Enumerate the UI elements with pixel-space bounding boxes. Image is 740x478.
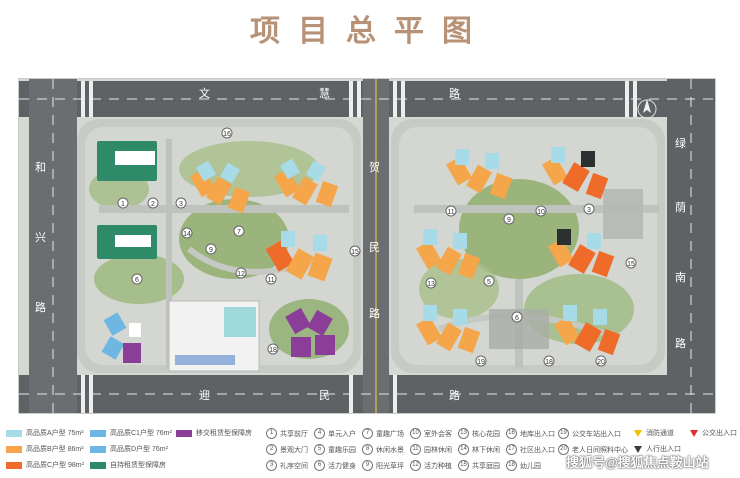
svg-text:12: 12 (237, 271, 245, 278)
legend-pedestrian-entry: 人行出入口 (634, 444, 681, 454)
svg-text:9: 9 (209, 247, 213, 254)
svg-text:9: 9 (507, 217, 511, 224)
street-bottom-3: 路 (449, 389, 460, 402)
site-plan-drawing: 1 2 3 7 9 6 11 12 14 15 16 18 5 6 9 10 1… (19, 79, 715, 413)
legend-rental-self: 自持租赁型保障房 (90, 460, 166, 470)
svg-text:2: 2 (151, 201, 155, 208)
svg-text:15: 15 (351, 249, 359, 256)
street-left-1: 和 (35, 161, 46, 174)
street-right-3: 南 (675, 271, 686, 284)
bus-entry-icon (690, 429, 698, 437)
watermark: 搜狐号@搜狐焦点鞍山站 (566, 455, 709, 470)
legend-type-b: 高品质B户型 86m² (6, 444, 84, 454)
svg-text:3: 3 (587, 207, 591, 214)
svg-text:1: 1 (121, 201, 125, 208)
svg-text:6: 6 (135, 277, 139, 284)
legend-fire-lane: 消防通道 (634, 428, 674, 438)
street-right-4: 路 (675, 337, 686, 350)
svg-text:6: 6 (515, 315, 519, 322)
svg-text:14: 14 (183, 231, 191, 238)
north-arrow-icon (637, 99, 657, 119)
svg-text:7: 7 (237, 229, 241, 236)
street-top-1: 文 (199, 87, 210, 100)
street-left-2: 兴 (35, 231, 46, 244)
street-right-2: 荫 (675, 201, 686, 214)
legend-type-c: 高品质C户型 98m² (6, 460, 84, 470)
svg-text:18: 18 (545, 359, 553, 366)
street-top-2: 慧 (319, 87, 330, 100)
svg-text:20: 20 (597, 359, 605, 366)
svg-text:11: 11 (447, 209, 454, 216)
street-bottom-1: 迎 (199, 389, 210, 402)
street-middle-1: 贺 (369, 161, 380, 174)
svg-text:3: 3 (179, 201, 183, 208)
legend-type-d: 高品质D户型 76m² (90, 444, 168, 454)
pedestrian-entry-icon (634, 445, 642, 453)
street-middle-3: 路 (369, 307, 380, 320)
street-left-3: 路 (35, 301, 46, 314)
site-plan-map: 1 2 3 7 9 6 11 12 14 15 16 18 5 6 9 10 1… (18, 78, 716, 414)
fire-lane-icon (634, 429, 642, 437)
street-bottom-2: 民 (319, 389, 330, 402)
svg-text:19: 19 (477, 359, 485, 366)
svg-text:16: 16 (223, 131, 231, 138)
svg-text:5: 5 (487, 279, 491, 286)
street-middle-2: 民 (369, 241, 380, 254)
street-top-3: 路 (449, 87, 460, 100)
svg-text:18: 18 (269, 347, 277, 354)
legend: 高品质A户型 75m² 高品质B户型 86m² 高品质C户型 98m² 高品质C… (6, 420, 740, 478)
street-right-1: 绿 (675, 137, 686, 150)
callout-markers: 1 2 3 7 9 6 11 12 14 15 16 18 5 6 9 10 1… (117, 127, 637, 367)
legend-rental-transfer: 移交租赁型保障房 (176, 428, 252, 438)
legend-type-c1: 高品质C1户型 76m² (90, 428, 172, 438)
svg-text:13: 13 (427, 281, 435, 288)
svg-text:15: 15 (627, 261, 635, 268)
legend-type-a: 高品质A户型 75m² (6, 428, 84, 438)
svg-text:11: 11 (267, 277, 274, 284)
svg-text:10: 10 (537, 209, 545, 216)
page-title: 项目总平图 (250, 14, 490, 49)
legend-bus-entry: 公交出入口 (690, 428, 737, 438)
